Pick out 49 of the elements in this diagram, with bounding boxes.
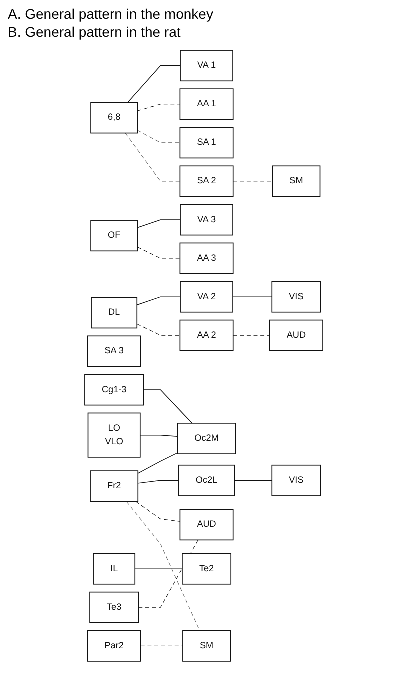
connection-diagram: VA 1 AA 1 6,8 SA 1 SA 2 SM VA 3 OF AA 3 VA 2 VIS DL AA 2 AUD SA 3 Cg1-3 LO VLO Oc2M Oc2L VIS Fr2 AUD IL Te2 Te3 Par2 SM	[0, 46, 408, 666]
connector	[125, 133, 180, 182]
node-box	[269, 320, 324, 352]
node-box	[180, 281, 234, 313]
node-box	[90, 220, 138, 252]
connector	[136, 501, 180, 522]
connector	[137, 130, 180, 144]
connector	[234, 480, 272, 482]
node-box	[272, 281, 322, 313]
connector	[232, 296, 272, 298]
connector	[136, 324, 180, 336]
connector	[143, 390, 193, 424]
connector	[233, 181, 273, 182]
node-box	[272, 166, 321, 198]
connector	[137, 220, 181, 228]
node-box	[178, 464, 236, 496]
node-box	[180, 88, 234, 120]
node-box	[272, 464, 322, 496]
connector	[134, 568, 183, 570]
node-box	[87, 336, 142, 368]
node-box	[177, 423, 236, 454]
panel-heading: B. General pattern in the rat	[8, 24, 182, 40]
node-box	[84, 374, 144, 406]
node-box	[90, 592, 140, 624]
node-box	[182, 553, 232, 585]
node-box	[180, 127, 234, 159]
connector	[137, 246, 180, 259]
node-box	[93, 553, 136, 585]
connector	[138, 480, 180, 484]
connector	[138, 540, 199, 608]
node-box	[180, 242, 234, 274]
connector	[140, 434, 178, 437]
connector	[128, 65, 181, 104]
connector	[137, 104, 180, 112]
node-box	[88, 412, 141, 458]
connector	[136, 296, 181, 306]
node-box	[182, 630, 231, 662]
node-box	[91, 297, 138, 329]
node-box	[87, 630, 142, 662]
node-box	[180, 166, 234, 198]
node-box	[180, 204, 234, 236]
node-box	[180, 509, 234, 541]
connector	[138, 452, 178, 474]
node-box	[180, 50, 234, 82]
node-box	[180, 320, 234, 352]
node-box	[90, 470, 139, 502]
connector	[126, 501, 200, 632]
panel-heading: A. General pattern in the monkey	[8, 6, 214, 22]
node-box	[90, 102, 138, 134]
